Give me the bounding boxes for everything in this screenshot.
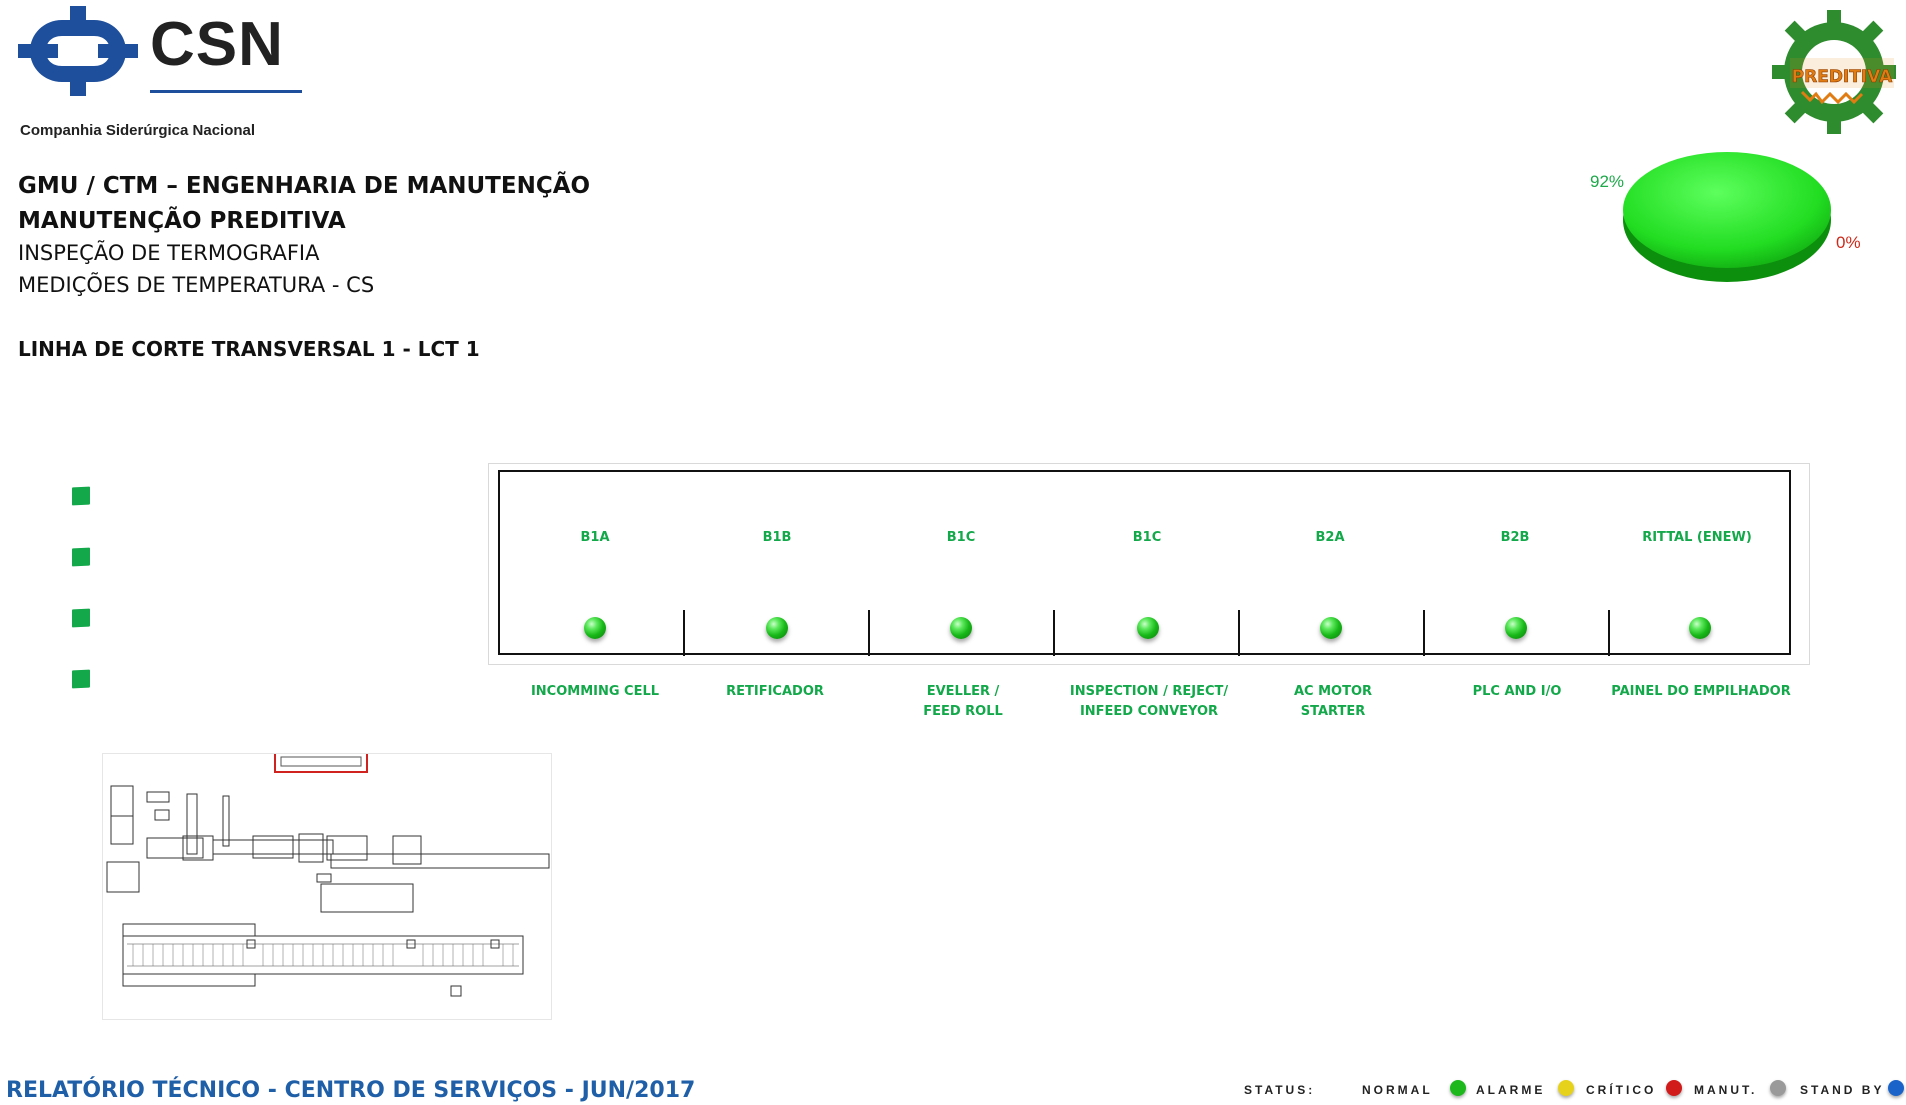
header-department: GMU / CTM – ENGENHARIA DE MANUTENÇÃO (18, 173, 591, 199)
legend-label-critico: CRÍTICO (1586, 1083, 1657, 1097)
cell-divider (683, 610, 685, 656)
highlight-box (274, 754, 368, 773)
status-legend-label: STATUS: (1244, 1083, 1316, 1097)
report-title: RELATÓRIO TÉCNICO - CENTRO DE SERVIÇOS -… (6, 1078, 696, 1103)
cell-code: B1C (946, 530, 976, 545)
cell-code: B1B (762, 530, 792, 545)
cell-code: B1A (580, 530, 610, 545)
status-dot-normal[interactable] (1320, 617, 1342, 639)
status-dot-normal[interactable] (1689, 617, 1711, 639)
cell-code: RITTAL (ENEW) (1642, 530, 1752, 545)
cell-name: RETIFICADOR (726, 684, 824, 699)
legend-square (72, 669, 90, 689)
csn-logo: CSN Companhia Siderúrgica Nacional (18, 6, 306, 139)
legend-dot-normal (1450, 1080, 1466, 1096)
legend-label-normal: NORMAL (1362, 1083, 1433, 1097)
header-measurement: MEDIÇÕES DE TEMPERATURA - CS (18, 273, 375, 297)
cell-name: AC MOTOR STARTER (1293, 684, 1373, 719)
cell-name: INSPECTION / REJECT/ INFEED CONVEYOR (1069, 684, 1229, 719)
pie-label-critical: 0% (1836, 233, 1861, 252)
line-layout-drawing[interactable] (102, 753, 552, 1020)
status-dot-normal[interactable] (1505, 617, 1527, 639)
cell-divider (1608, 610, 1610, 656)
cell-name: EVELLER / FEED ROLL (923, 684, 1003, 719)
legend-square (72, 486, 90, 506)
legend-label-alarme: ALARME (1476, 1083, 1546, 1097)
pie-slice-normal (1623, 152, 1831, 268)
gear-icon: PREDITIVA (1772, 10, 1896, 134)
cell-divider (1053, 610, 1055, 656)
pie-label-normal: 92% (1590, 172, 1625, 191)
status-dot-normal[interactable] (766, 617, 788, 639)
legend-square (72, 547, 90, 567)
header-inspection-type: INSPEÇÃO DE TERMOGRAFIA (18, 241, 320, 265)
svg-text:PREDITIVA: PREDITIVA (1792, 67, 1894, 87)
cell-divider (1423, 610, 1425, 656)
preditiva-logo: PREDITIVA (1772, 8, 1896, 136)
status-dot-normal[interactable] (1137, 617, 1159, 639)
cell-name: INCOMMING CELL (530, 684, 660, 699)
legend-dot-standby (1888, 1080, 1904, 1096)
legend-dot-manut (1770, 1080, 1786, 1096)
legend-dot-alarme (1558, 1080, 1574, 1096)
header-area: MANUTENÇÃO PREDITIVA (18, 208, 346, 234)
csn-mark-icon (18, 6, 138, 96)
cell-code: B1C (1132, 530, 1162, 545)
legend-square (72, 608, 90, 628)
cell-divider (1238, 610, 1240, 656)
cell-code: B2B (1500, 530, 1530, 545)
status-dot-normal[interactable] (950, 617, 972, 639)
legend-dot-critico (1666, 1080, 1682, 1096)
header-line-name: LINHA DE CORTE TRANSVERSAL 1 - LCT 1 (18, 337, 480, 361)
cell-name: PLC AND I/O (1472, 684, 1562, 699)
panel-diagram: B1A B1B B1C B1C B2A B2B RITTAL (ENEW) (498, 470, 1791, 656)
status-dot-normal[interactable] (584, 617, 606, 639)
company-name: Companhia Siderúrgica Nacional (20, 122, 256, 139)
legend-label-standby: STAND BY (1800, 1083, 1885, 1097)
status-pie-chart (1623, 152, 1831, 282)
cell-divider (868, 610, 870, 656)
csn-underline (150, 90, 302, 93)
cell-name: PAINEL DO EMPILHADOR (1611, 684, 1791, 699)
csn-brand-text: CSN (150, 10, 284, 79)
cell-code: B2A (1315, 530, 1345, 545)
panel-frame (488, 463, 1810, 665)
legend-label-manut: MANUT. (1694, 1083, 1758, 1097)
